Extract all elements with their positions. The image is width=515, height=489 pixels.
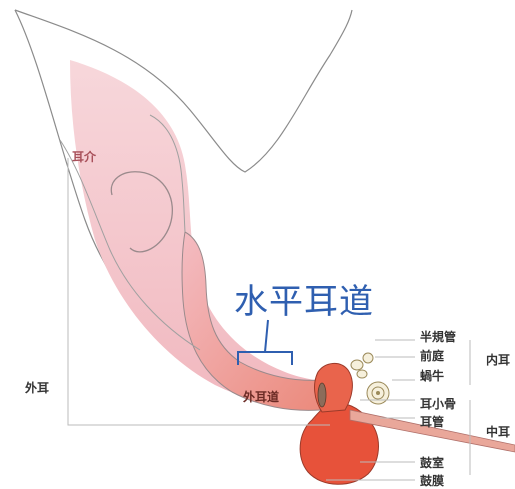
inner-ear-label: 内耳 [486,353,510,367]
head-outline [15,10,352,172]
eardrum-shape [318,383,326,407]
cochlea-label: 蝸牛 [420,369,444,383]
tympanic-cavity-label: 鼓室 [420,456,444,470]
pinna-fill [70,60,325,408]
auricle-label: 耳介 [72,150,96,164]
middle-ear-label: 中耳 [486,425,510,439]
eustachian-tube-label: 耳管 [420,415,444,429]
semicircular-canals-label: 半規管 [420,330,456,344]
eardrum-label: 鼓膜 [420,474,444,488]
inner-ear-group [351,353,389,404]
outer-ear-label: 外耳 [25,381,49,395]
horizontal-canal-annotation: 水平耳道 [234,274,374,323]
ossicles-label: 耳小骨 [420,397,456,411]
ear-canal-label: 外耳道 [243,390,279,404]
vestibule-label: 前庭 [420,349,444,363]
